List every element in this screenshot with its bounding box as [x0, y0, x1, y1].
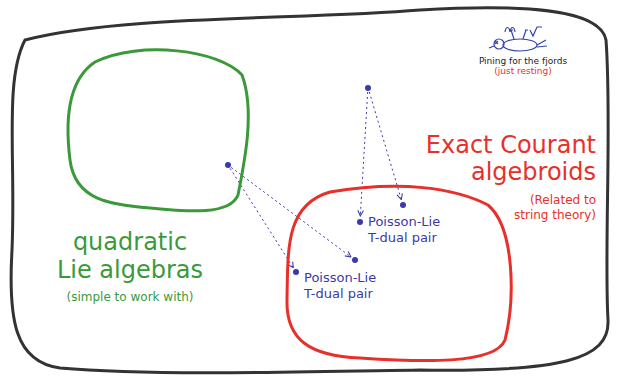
region-title: quadratic Lie algebras	[55, 228, 206, 284]
dotted-arrow	[230, 167, 351, 267]
text-block: Exact Courant algebroids (Related to stri…	[406, 132, 596, 223]
region-subtitle: (simple to work with)	[30, 290, 230, 305]
pair-label: Poisson-Lie T-dual pair	[304, 270, 386, 302]
point-pair: Poisson-Lie T-dual pair	[352, 200, 452, 252]
pair-label: Poisson-Lie T-dual pair	[368, 214, 450, 246]
region-title: Exact Courant algebroids	[416, 132, 596, 186]
text-block: Poisson-Lie T-dual pair	[304, 270, 386, 302]
region-subtitle: (Related to string theory)	[508, 193, 596, 223]
universe-outline	[11, 8, 608, 373]
parrot-sketch	[489, 27, 547, 51]
point-dot	[400, 202, 406, 208]
point-dot	[293, 269, 299, 275]
point-dot	[352, 257, 358, 263]
region-outline	[287, 186, 511, 360]
point-dot	[365, 85, 371, 91]
region: Exact Courant algebroids (Related to stri…	[280, 130, 605, 365]
point-dot	[225, 162, 231, 168]
point-dot	[357, 219, 363, 225]
region-outline	[68, 50, 248, 211]
point-pair: Poisson-Lie T-dual pair	[290, 254, 390, 305]
text-block: Poisson-Lie T-dual pair	[368, 214, 450, 246]
region: quadratic Lie algebras (simple to work wi…	[10, 40, 270, 315]
note-text: (just resting)	[473, 66, 573, 77]
dotted-arrow	[360, 92, 367, 216]
note-text: Pining for the fjords	[473, 56, 573, 67]
dotted-arrow	[369, 92, 401, 200]
text-block: quadratic Lie algebras (simple to work wi…	[30, 228, 230, 305]
